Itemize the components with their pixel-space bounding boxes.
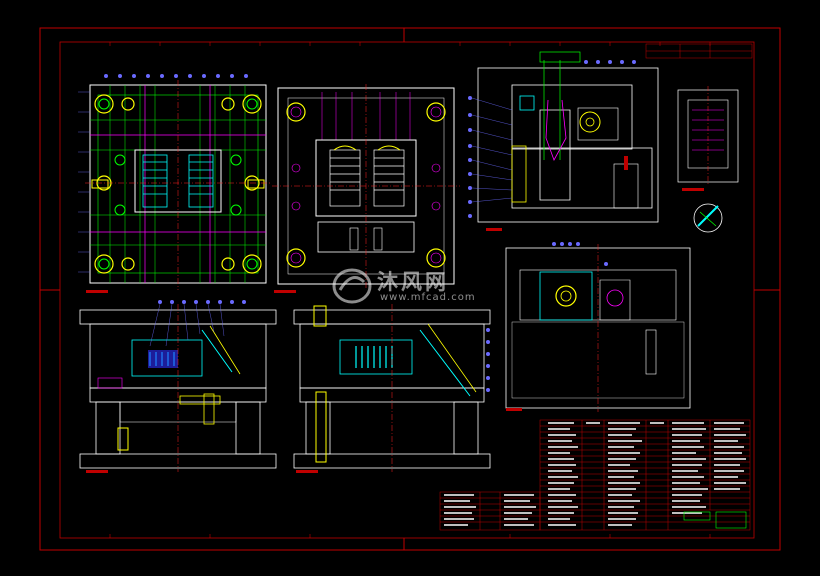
- movable-half-plan-view: [78, 74, 272, 293]
- mfcad-logo-icon: [332, 268, 372, 304]
- bill-of-materials: [439, 419, 751, 531]
- bom-text-strokes: [444, 422, 746, 526]
- revision-header: [645, 43, 753, 59]
- section-a-view: [79, 300, 277, 473]
- slider-detail-view: [468, 51, 659, 231]
- title-block-mark: [683, 511, 747, 529]
- part-detail-view: [677, 86, 739, 233]
- section-b-view: [293, 304, 491, 473]
- watermark-text: 沐风网: [377, 270, 449, 294]
- sheet-border: [39, 27, 781, 551]
- watermark-url: www.mfcad.com: [380, 292, 476, 303]
- section-c-view: [505, 242, 691, 412]
